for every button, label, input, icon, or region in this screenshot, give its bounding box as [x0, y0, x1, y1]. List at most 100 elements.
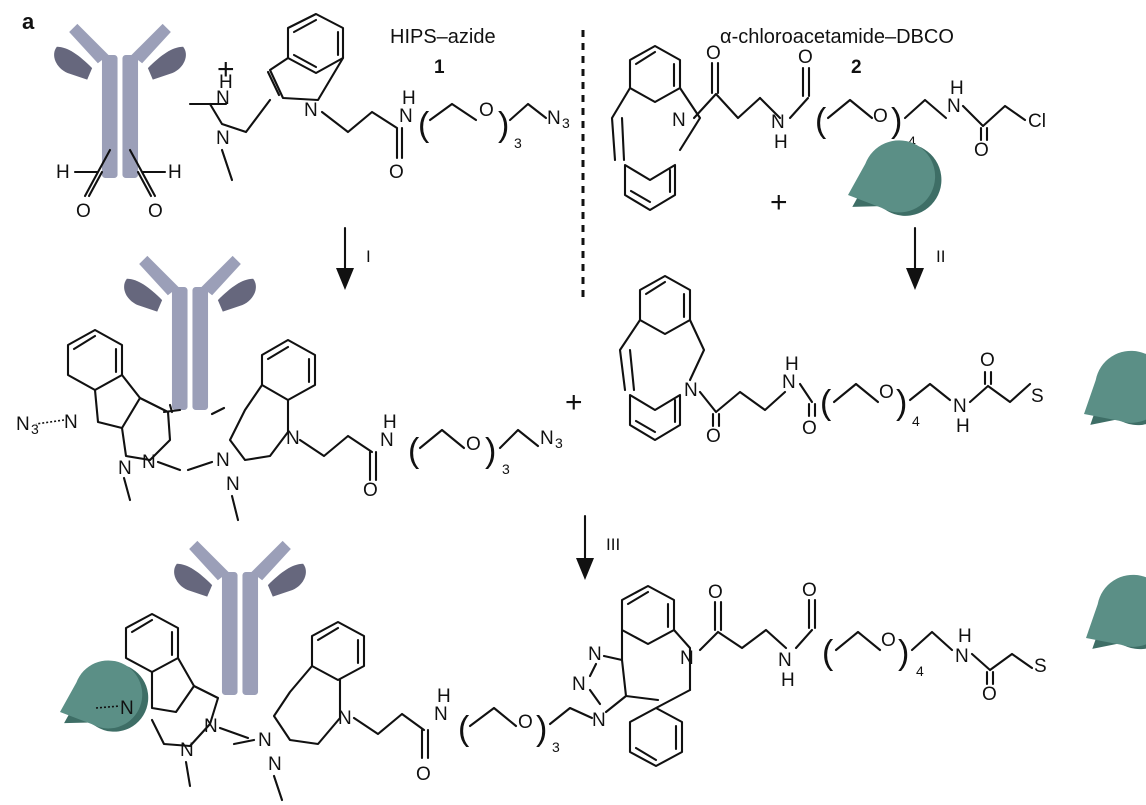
svg-text:H: H: [781, 670, 795, 691]
svg-text:H: H: [437, 686, 451, 707]
svg-text:O: O: [389, 162, 404, 183]
reaction-arrow-icon: [906, 226, 924, 290]
svg-text:N: N: [16, 414, 30, 435]
svg-text:O: O: [706, 43, 721, 64]
svg-text:): ): [498, 106, 509, 144]
svg-text:N: N: [592, 710, 606, 731]
svg-text:O: O: [980, 350, 995, 371]
svg-text:N: N: [547, 108, 561, 129]
svg-text:N: N: [64, 412, 78, 433]
svg-text:N: N: [771, 112, 785, 133]
svg-text:H: H: [383, 412, 397, 433]
svg-text:N: N: [204, 716, 218, 737]
step-two-label: II: [936, 247, 945, 266]
svg-text:O: O: [798, 47, 813, 68]
svg-text:N: N: [680, 648, 694, 669]
svg-text:O: O: [708, 582, 723, 603]
svg-text:(: (: [820, 384, 832, 422]
svg-text:O: O: [479, 100, 494, 121]
svg-text:N: N: [258, 730, 272, 751]
svg-text:N: N: [953, 396, 967, 417]
svg-text:N: N: [778, 650, 792, 671]
svg-text:N: N: [380, 430, 394, 451]
aldehyde-groups: H O H O: [56, 148, 182, 222]
svg-text:O: O: [518, 712, 533, 733]
svg-text:H: H: [219, 72, 233, 93]
svg-text:N: N: [955, 646, 969, 667]
dbco-structure: N O N H O ( O ) 4 N H O Cl: [610, 43, 1046, 212]
plus-sign: +: [770, 186, 788, 219]
step-one-label: I: [366, 247, 371, 266]
svg-text:O: O: [974, 140, 989, 161]
svg-text:): ): [898, 634, 909, 672]
svg-text:N: N: [540, 428, 554, 449]
svg-text:): ): [536, 710, 547, 748]
svg-text:N: N: [142, 452, 156, 473]
svg-text:4: 4: [908, 133, 916, 149]
antibody-icon: [124, 255, 256, 410]
svg-text:H: H: [958, 626, 972, 647]
svg-text:O: O: [148, 201, 163, 222]
payload-protein-icon: [835, 128, 952, 234]
svg-text:3: 3: [562, 115, 570, 131]
svg-text:N: N: [216, 450, 230, 471]
svg-text:O: O: [416, 764, 431, 785]
svg-text:N: N: [684, 380, 698, 401]
hips-azide-number: 1: [434, 57, 445, 78]
svg-text:O: O: [982, 684, 997, 705]
dbco-number: 2: [851, 57, 862, 78]
svg-text:O: O: [466, 434, 481, 455]
svg-text:(: (: [418, 106, 430, 144]
hips-azide-label: HIPS–azide: [390, 26, 496, 48]
svg-text:N: N: [216, 88, 230, 109]
svg-text:N: N: [434, 704, 448, 725]
svg-text:): ): [891, 102, 902, 140]
svg-text:O: O: [881, 630, 896, 651]
final-conjugate-structure: N N N N N N O N H ( O ) 3 N N N N O N H: [95, 580, 1047, 802]
svg-text:(: (: [822, 634, 834, 672]
svg-text:N: N: [304, 100, 318, 121]
svg-text:S: S: [1034, 656, 1047, 677]
antibody-icon: [174, 540, 306, 695]
svg-text:N: N: [216, 128, 230, 149]
reaction-arrow-icon: [576, 514, 594, 580]
dbco-label: α-chloroacetamide–DBCO: [720, 26, 954, 48]
svg-text:3: 3: [552, 739, 560, 755]
svg-text:N: N: [180, 740, 194, 761]
svg-text:H: H: [956, 416, 970, 437]
svg-text:(: (: [408, 432, 420, 470]
svg-text:): ): [485, 432, 496, 470]
plus-sign: +: [565, 386, 583, 419]
svg-text:N: N: [947, 96, 961, 117]
svg-text:4: 4: [916, 663, 924, 679]
svg-text:N: N: [588, 644, 602, 665]
payload-protein-icon: [1066, 335, 1146, 450]
antibody-icon: [54, 23, 186, 179]
svg-text:H: H: [168, 162, 182, 183]
svg-text:Cl: Cl: [1028, 111, 1046, 132]
svg-text:H: H: [402, 88, 416, 109]
svg-text:3: 3: [31, 421, 39, 437]
svg-text:H: H: [56, 162, 70, 183]
reaction-arrow-icon: [336, 226, 354, 290]
svg-text:(: (: [458, 710, 470, 748]
conjugate-structure: N N 3 N N N N N O N H ( O ) 3 N 3: [16, 328, 563, 522]
svg-text:3: 3: [514, 135, 522, 151]
svg-text:3: 3: [502, 461, 510, 477]
svg-text:H: H: [950, 78, 964, 99]
svg-text:N: N: [118, 458, 132, 479]
svg-text:N: N: [572, 674, 586, 695]
svg-text:O: O: [706, 426, 721, 447]
svg-text:N: N: [268, 754, 282, 775]
svg-text:N: N: [120, 698, 134, 719]
svg-text:O: O: [802, 580, 817, 601]
svg-text:S: S: [1031, 386, 1044, 407]
dbco-payload-structure: N O N H O ( O ) 4 N H O S: [618, 274, 1044, 447]
svg-text:N: N: [226, 474, 240, 495]
svg-text:H: H: [785, 354, 799, 375]
step-three-label: III: [606, 535, 620, 554]
payload-protein-icon: [48, 649, 158, 749]
svg-text:N: N: [782, 372, 796, 393]
svg-text:4: 4: [912, 413, 920, 429]
